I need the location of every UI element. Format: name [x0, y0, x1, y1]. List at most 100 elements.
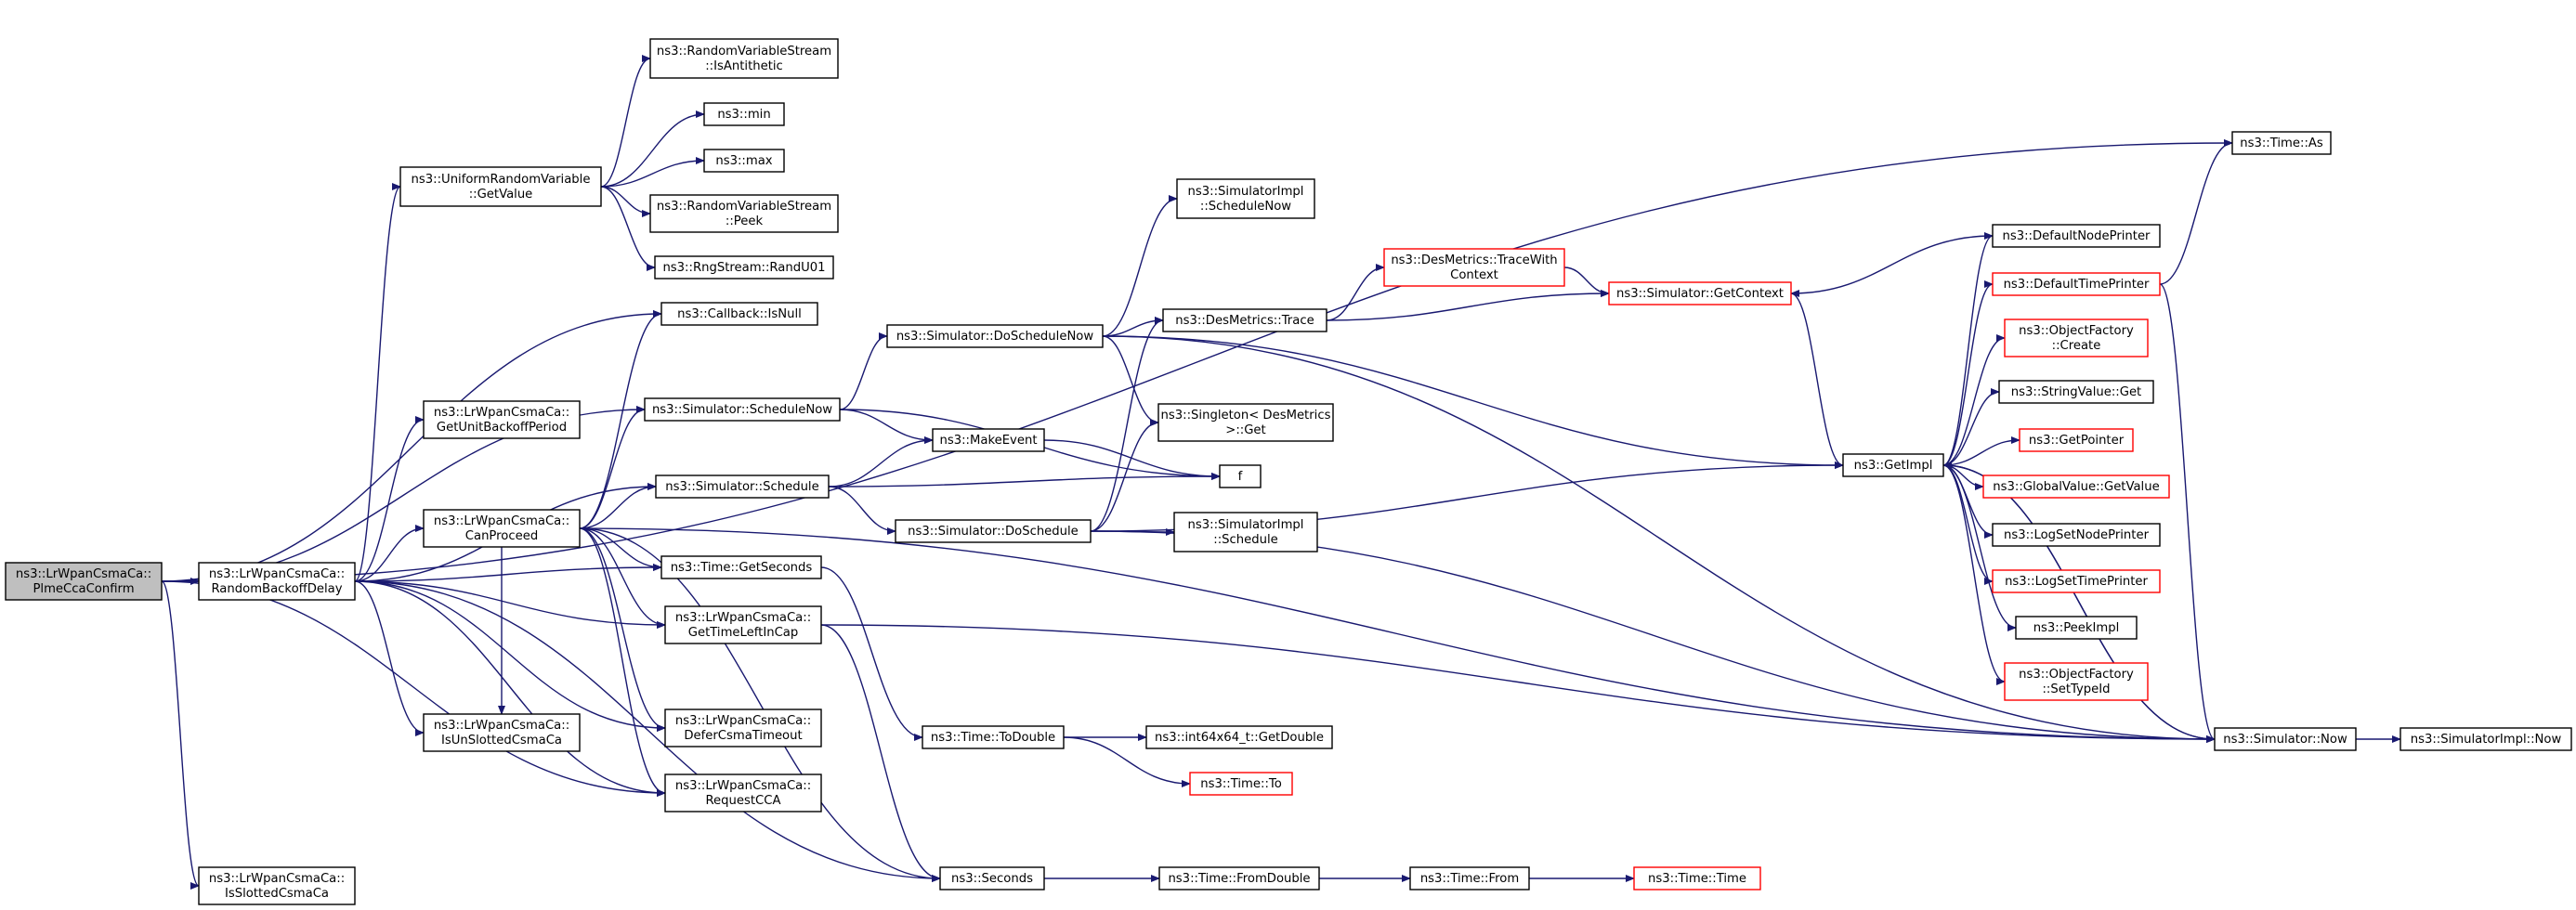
node-time[interactable]: ns3::Time::Time	[1633, 866, 1761, 890]
node-max[interactable]: ns3::max	[703, 149, 785, 173]
edge-rbd-to-isunslot	[354, 580, 425, 736]
node-box	[664, 708, 822, 748]
edge-sched-to-f	[828, 473, 1221, 488]
node-dtp[interactable]: ns3::DefaultTimePrinter	[1992, 272, 2161, 296]
node-ofcreate[interactable]: ns3::ObjectFactory::Create	[2004, 318, 2149, 358]
node-schednow[interactable]: ns3::Simulator::ScheduleNow	[644, 397, 841, 422]
node-plme[interactable]: ns3::LrWpanCsmaCa::PlmeCcaConfirm	[5, 562, 163, 601]
edge-canproc-to-simnow	[579, 527, 2216, 743]
node-sischednow[interactable]: ns3::SimulatorImpl::ScheduleNow	[1176, 178, 1315, 219]
node-dosched[interactable]: ns3::Simulator::DoSchedule	[895, 519, 1092, 543]
node-rng[interactable]: ns3::RngStream::RandU01	[654, 255, 834, 280]
edge-getimpl-to-peek	[1942, 464, 2017, 631]
call-nodes: ns3::LrWpanCsmaCa::PlmeCcaConfirmns3::Lr…	[5, 38, 2572, 905]
node-rbd[interactable]: ns3::LrWpanCsmaCa::RandomBackoffDelay	[198, 562, 356, 601]
node-box	[2004, 318, 2149, 358]
node-dosnow[interactable]: ns3::Simulator::DoScheduleNow	[886, 324, 1104, 348]
edge-urv-to-max	[600, 157, 705, 188]
edge-plme-to-isslot	[161, 580, 200, 890]
node-label: ns3::SimulatorImpl	[1188, 518, 1304, 532]
node-box	[932, 428, 1045, 452]
node-ofsettype[interactable]: ns3::ObjectFactory::SetTypeId	[2004, 662, 2149, 701]
node-label: ns3::Simulator::DoScheduleNow	[896, 330, 1094, 344]
node-box	[198, 866, 356, 905]
node-getimpl[interactable]: ns3::GetImpl	[1842, 453, 1944, 477]
node-label: ns3::Simulator::Now	[2223, 733, 2347, 747]
node-box	[655, 474, 830, 499]
node-peek[interactable]: ns3::PeekImpl	[2015, 616, 2138, 640]
node-reqcca[interactable]: ns3::LrWpanCsmaCa::RequestCCA	[664, 774, 822, 812]
node-label: ns3::Time::From	[1420, 872, 1519, 886]
node-fromdouble[interactable]: ns3::Time::FromDouble	[1158, 866, 1320, 890]
node-label: f	[1238, 470, 1243, 484]
node-box	[1158, 866, 1320, 890]
node-label: DeferCsmaTimeout	[684, 729, 802, 743]
node-sisched[interactable]: ns3::SimulatorImpl::Schedule	[1173, 512, 1318, 552]
node-getsec[interactable]: ns3::Time::GetSeconds	[660, 555, 822, 579]
node-sched[interactable]: ns3::Simulator::Schedule	[655, 474, 830, 499]
node-unitbp[interactable]: ns3::LrWpanCsmaCa::GetUnitBackoffPeriod	[423, 400, 581, 439]
node-cbnull[interactable]: ns3::Callback::IsNull	[660, 302, 818, 326]
node-rvspeek[interactable]: ns3::RandomVariableStream::Peek	[649, 194, 839, 233]
edge-plme-to-cbnull	[161, 310, 662, 582]
node-canproc[interactable]: ns3::LrWpanCsmaCa::CanProceed	[423, 509, 581, 548]
node-tlic[interactable]: ns3::LrWpanCsmaCa::GetTimeLeftInCap	[664, 605, 822, 644]
node-getctx[interactable]: ns3::Simulator::GetContext	[1608, 281, 1792, 306]
node-urv[interactable]: ns3::UniformRandomVariable::GetValue	[399, 166, 602, 207]
node-label: ns3::MakeEvent	[939, 434, 1037, 448]
node-defer[interactable]: ns3::LrWpanCsmaCa::DeferCsmaTimeout	[664, 708, 822, 748]
node-label: ns3::RngStream::RandU01	[662, 261, 825, 275]
edge-dosnow-to-simnow	[1102, 335, 2216, 743]
node-rvsanti[interactable]: ns3::RandomVariableStream::IsAntithetic	[649, 38, 839, 79]
edge-dtp-to-simnow	[2159, 283, 2216, 743]
node-destrace[interactable]: ns3::DesMetrics::Trace	[1162, 308, 1327, 332]
edge-canproc-to-schednow	[579, 406, 646, 529]
node-getptr[interactable]: ns3::GetPointer	[2019, 428, 2134, 452]
node-lsnp[interactable]: ns3::LogSetNodePrinter	[1992, 523, 2161, 547]
edge-canproc-to-cbnull	[579, 310, 662, 529]
node-makeev[interactable]: ns3::MakeEvent	[932, 428, 1045, 452]
edge-destrace-to-twc	[1326, 264, 1385, 321]
node-i64[interactable]: ns3::int64x64_t::GetDouble	[1145, 725, 1333, 749]
node-box	[644, 397, 841, 422]
edge-dosnow-to-getimpl	[1102, 335, 1844, 469]
node-label: ::SetTypeId	[2042, 682, 2110, 696]
node-label: ns3::Time::To	[1200, 777, 1282, 791]
node-timeas[interactable]: ns3::Time::As	[2231, 131, 2332, 155]
node-label: ::Peek	[726, 214, 764, 228]
node-box	[664, 605, 822, 644]
node-isslot[interactable]: ns3::LrWpanCsmaCa::IsSlottedCsmaCa	[198, 866, 356, 905]
edge-dosnow-to-destrace	[1102, 317, 1164, 337]
node-label: ns3::min	[717, 108, 770, 122]
node-box	[664, 774, 822, 812]
node-isunslot[interactable]: ns3::LrWpanCsmaCa::IsUnSlottedCsmaCa	[423, 713, 581, 752]
node-box	[1189, 772, 1293, 796]
node-label: ns3::PeekImpl	[2033, 621, 2120, 635]
node-gvget[interactable]: ns3::GlobalValue::GetValue	[1982, 474, 2170, 499]
node-f[interactable]: f	[1219, 464, 1262, 488]
node-svget[interactable]: ns3::StringValue::Get	[1998, 380, 2154, 404]
node-label: ns3::LrWpanCsmaCa::	[675, 611, 811, 625]
node-from[interactable]: ns3::Time::From	[1409, 866, 1530, 890]
node-sinow[interactable]: ns3::SimulatorImpl::Now	[2399, 727, 2572, 751]
node-singleton[interactable]: ns3::Singleton< DesMetrics>::Get	[1157, 403, 1334, 442]
node-label: PlmeCcaConfirm	[33, 582, 134, 596]
node-simnow[interactable]: ns3::Simulator::Now	[2214, 727, 2357, 751]
node-box	[1992, 224, 2161, 248]
node-dnp[interactable]: ns3::DefaultNodePrinter	[1992, 224, 2161, 248]
edge-dnp-to-getctx	[1790, 235, 1994, 297]
node-box	[1162, 308, 1327, 332]
node-box	[703, 149, 785, 173]
node-seconds[interactable]: ns3::Seconds	[939, 866, 1045, 890]
node-box	[1157, 403, 1334, 442]
node-box	[1992, 569, 2161, 593]
node-label: ns3::LrWpanCsmaCa::	[434, 406, 569, 420]
node-min[interactable]: ns3::min	[703, 102, 785, 126]
node-lstp[interactable]: ns3::LogSetTimePrinter	[1992, 569, 2161, 593]
node-todouble[interactable]: ns3::Time::ToDouble	[922, 725, 1065, 749]
node-box	[922, 725, 1065, 749]
edge-schednow-to-makeev	[839, 409, 934, 444]
node-timeto[interactable]: ns3::Time::To	[1189, 772, 1293, 796]
node-label: ::IsAntithetic	[705, 59, 783, 73]
